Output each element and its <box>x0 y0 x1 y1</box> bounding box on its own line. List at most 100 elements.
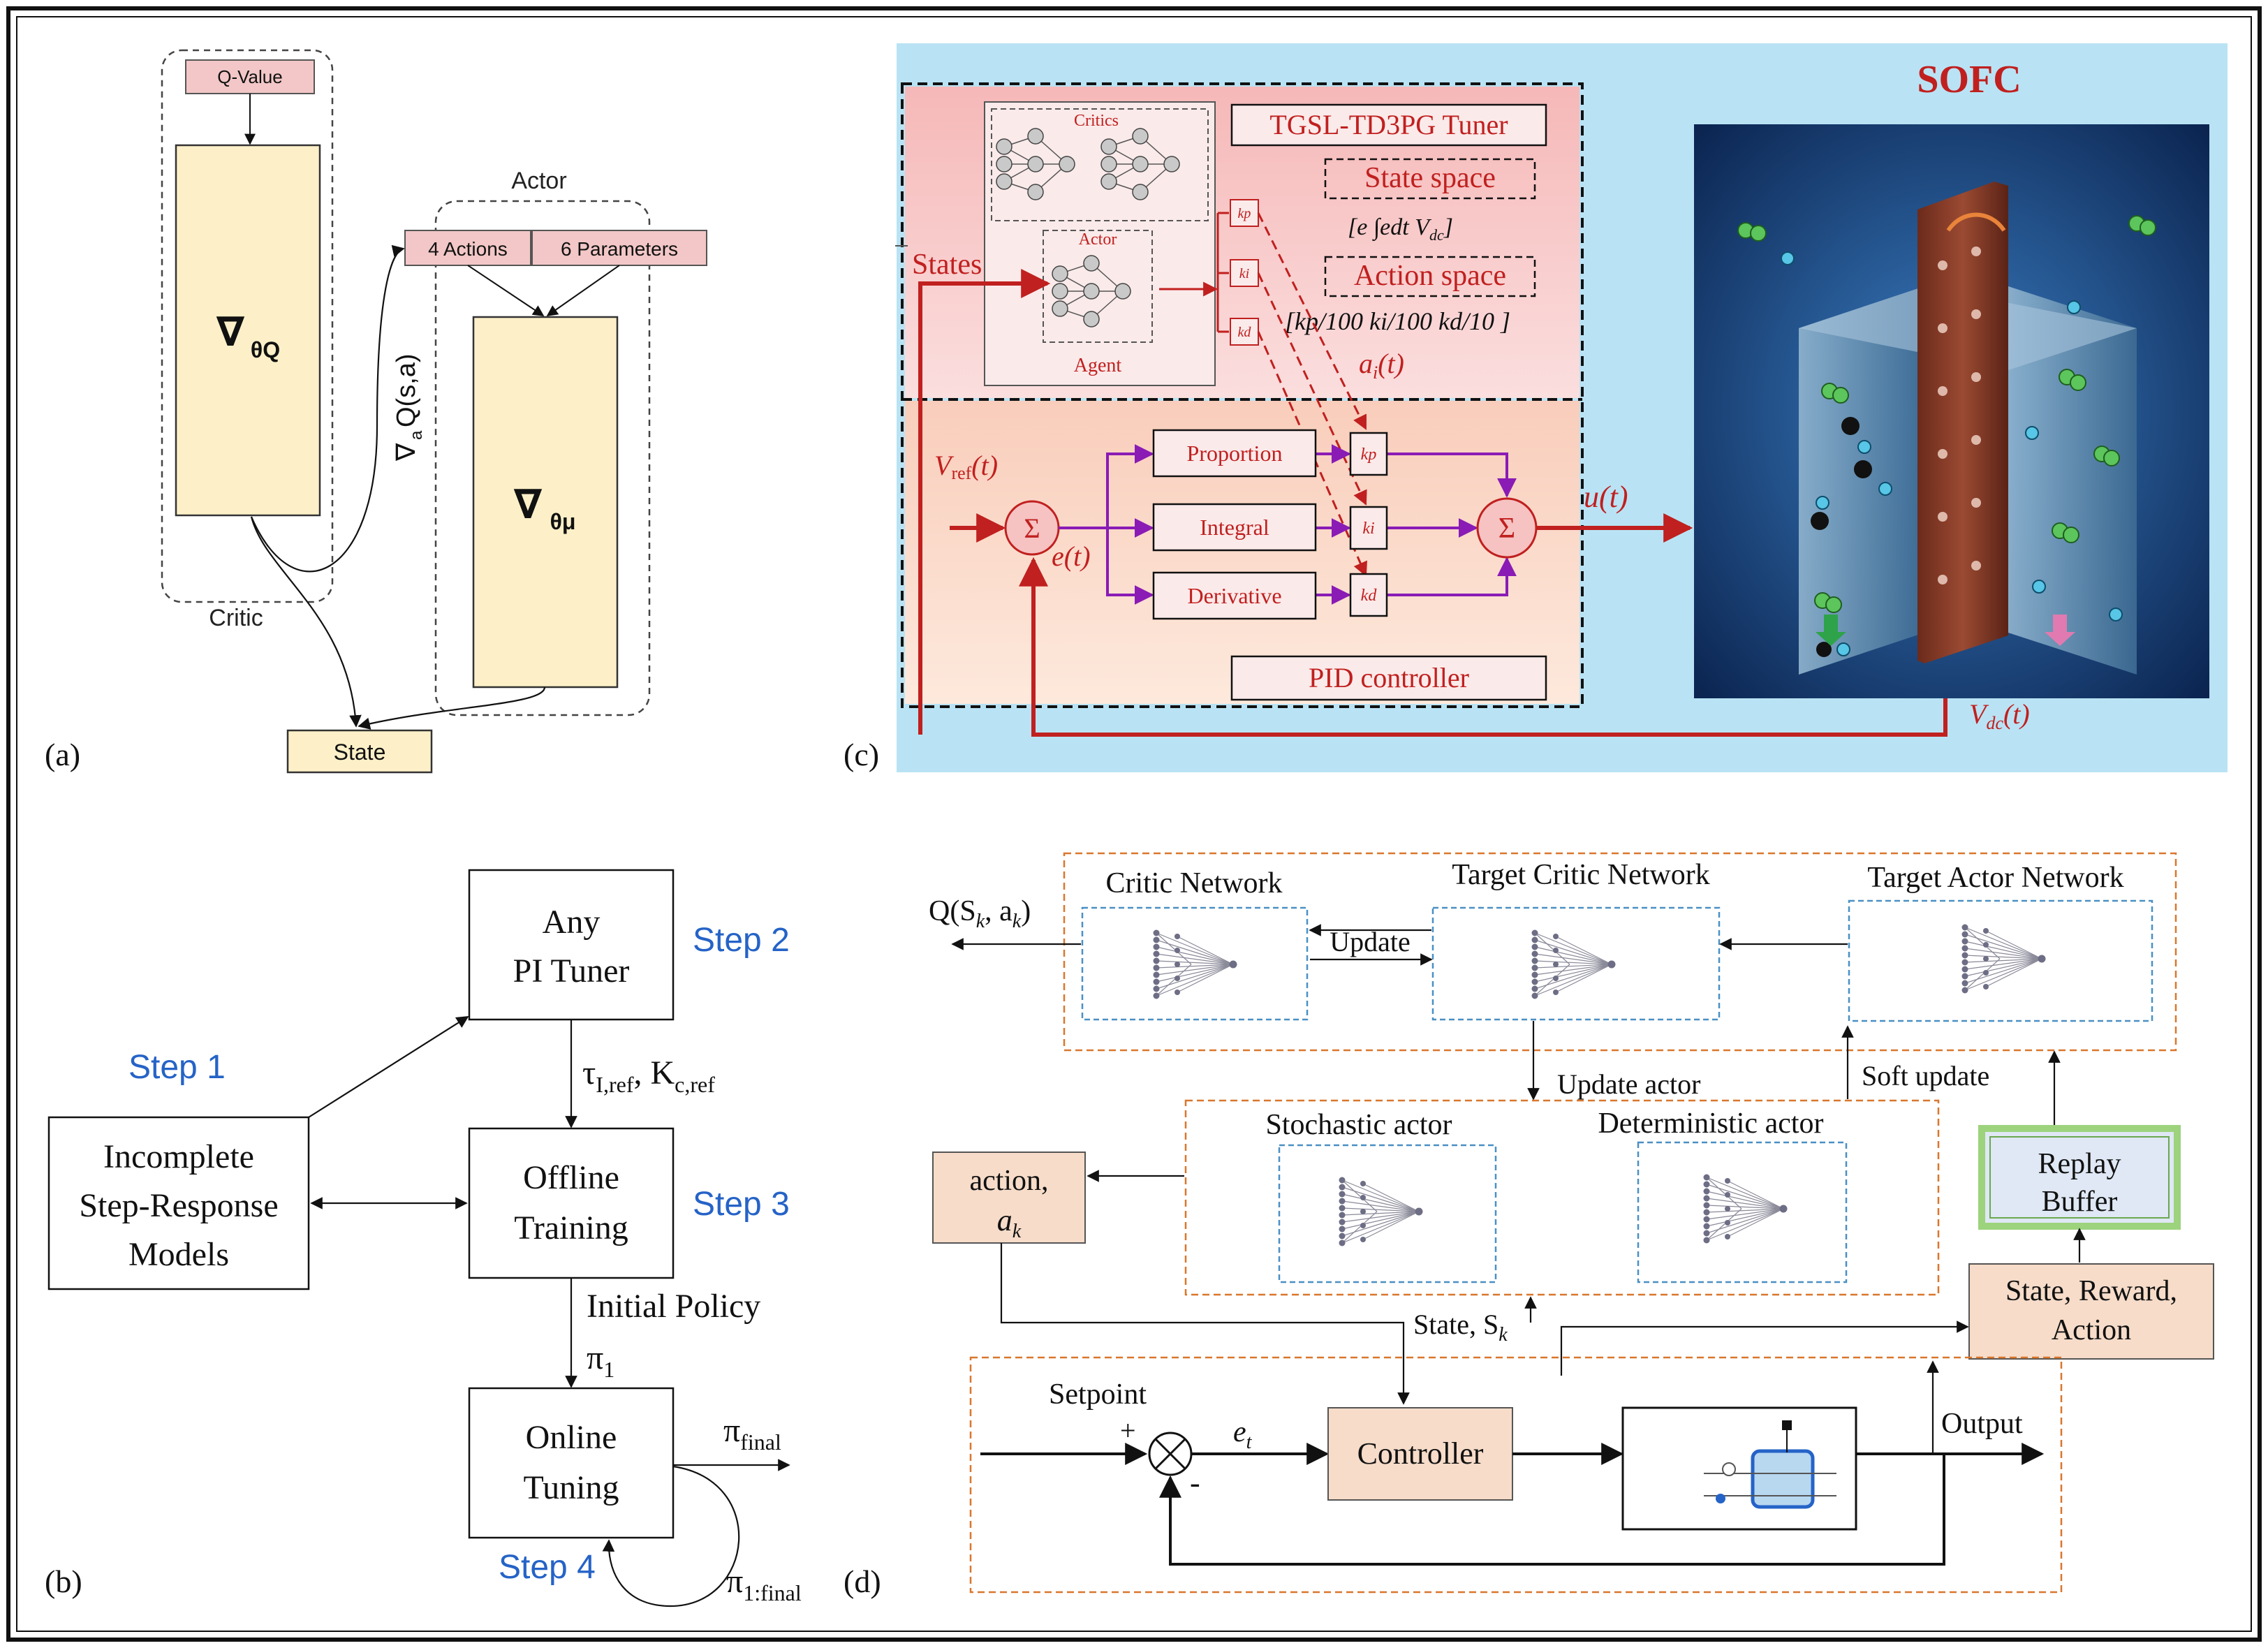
control-loop-group <box>969 1356 2063 1594</box>
actor-net-label: Actor <box>1079 230 1117 249</box>
incomplete-line1: Incomplete <box>103 1138 254 1175</box>
state-sk-label: State, Sk <box>1413 1309 1508 1346</box>
step4-label: Step 4 <box>499 1549 596 1586</box>
critic-networks-group <box>1063 852 2177 1052</box>
pid-title-box <box>1230 655 1547 701</box>
replay-buffer-box <box>1978 1125 2181 1230</box>
ai-t-label: ai(t) <box>1359 348 1404 383</box>
panel-c: Critics Actor Agent TGSL-TD3PG Tuner Sta… <box>844 43 2228 772</box>
deterministic-actor-icon <box>1702 1173 1788 1244</box>
any-pi-tuner-box <box>468 869 675 1021</box>
online-loop-arrow <box>602 1465 740 1607</box>
circuit-arc <box>1946 212 2006 232</box>
replay-inner-border <box>1989 1136 2170 1219</box>
grad-a-q-curve <box>250 244 405 573</box>
pid-kp-box <box>1349 432 1388 476</box>
plus-sign: + <box>1120 1415 1136 1446</box>
grad-q-subscript: θQ <box>251 337 280 362</box>
action-space-label: Action space <box>1354 260 1506 292</box>
update-actor-label: Update actor <box>1557 1068 1700 1100</box>
grad-mu-symbol: ∇ <box>514 482 543 527</box>
grad-a-q-label: ∇ a Q(s,a) <box>392 353 426 462</box>
controller-label: Controller <box>1357 1436 1484 1471</box>
action-space-box <box>1324 256 1536 297</box>
ki-transfer <box>1257 272 1367 506</box>
panel-d-label: (d) <box>844 1564 881 1599</box>
state-vector: [e ∫edt Vdc] <box>1348 214 1453 244</box>
vdc-feedback-line <box>1019 557 1947 737</box>
state-space-label: State space <box>1364 162 1496 194</box>
panel-b-label: (b) <box>45 1564 82 1599</box>
panel-a-label: (a) <box>45 737 80 772</box>
action-line2: ak <box>997 1203 1022 1242</box>
derivative-box <box>1152 571 1317 620</box>
et-label-d: et <box>1233 1416 1253 1453</box>
kp-transfer <box>1257 212 1367 430</box>
tau-kc-label: τI,ref, Kc,ref <box>582 1054 715 1097</box>
step2-label: Step 2 <box>693 922 790 959</box>
ut-label: u(t) <box>1584 480 1628 514</box>
actor-label: Actor <box>511 168 566 194</box>
tuner-kp-tag <box>1230 199 1259 227</box>
proportion-box <box>1152 429 1317 478</box>
critic-network-icon <box>1152 929 1238 1000</box>
proportion-label: Proportion <box>1187 441 1283 466</box>
step1-label: Step 1 <box>128 1049 226 1086</box>
state-reward-action-box <box>1968 1263 2214 1360</box>
offline-line2: Training <box>514 1209 628 1246</box>
action-to-controller-line <box>1000 1243 1410 1405</box>
exhaust-arrow-right <box>2045 615 2075 646</box>
q-value-label: Q-Value <box>217 66 282 87</box>
vdc-label: Vdc(t) <box>1969 698 2030 733</box>
state-space-box <box>1324 158 1536 200</box>
stochastic-actor-box <box>1278 1144 1497 1283</box>
incomplete-line2: Step-Response <box>79 1187 278 1224</box>
any-pi-line1: Any <box>543 904 601 941</box>
tuner-ki-text: ki <box>1239 266 1249 281</box>
panel-b: Any PI Tuner Step 2 Step 1 Incomplete St… <box>45 869 802 1607</box>
grad-theta-mu-box <box>472 316 619 689</box>
derivative-label: Derivative <box>1187 583 1281 608</box>
tuner-kp-text: kp <box>1238 206 1251 221</box>
pid-kd-box <box>1349 573 1388 617</box>
valve-icon <box>1716 1494 1725 1503</box>
setpoint-label: Setpoint <box>1049 1378 1147 1411</box>
tuner-title-box <box>1230 103 1547 147</box>
grad-mu-subscript: θμ <box>550 509 576 534</box>
soft-update-label: Soft update <box>1862 1060 1989 1091</box>
actor-group <box>434 200 651 716</box>
junction-cross-2 <box>1154 1438 1186 1470</box>
pump-icon <box>1722 1462 1736 1476</box>
green-molecules <box>1737 215 2156 613</box>
stochastic-actor-icon <box>1338 1176 1424 1247</box>
replay-line2: Buffer <box>2042 1186 2118 1218</box>
online-line1: Online <box>526 1419 617 1456</box>
parameters-label: 6 Parameters <box>561 238 678 260</box>
et-label: e(t) <box>1052 540 1091 572</box>
panel-d: Critic Network Target Critic Network Tar… <box>844 852 2214 1599</box>
critics-label: Critics <box>1074 112 1119 130</box>
dark-molecules <box>1811 417 1872 657</box>
sum-1-symbol: Σ <box>1024 513 1040 544</box>
params-to-mu-arrow <box>546 265 620 316</box>
integral-box <box>1152 503 1317 552</box>
actions-label: 4 Actions <box>428 238 508 260</box>
deterministic-label: Deterministic actor <box>1598 1108 1823 1140</box>
grad-a-subscript: a <box>407 430 426 440</box>
sensor-icon <box>1782 1420 1792 1430</box>
deterministic-actor-box <box>1637 1141 1848 1283</box>
target-critic-box <box>1431 906 1721 1021</box>
sofc-illustration <box>1694 124 2209 698</box>
critic-label: Critic <box>209 605 263 631</box>
offline-training-box <box>468 1127 675 1279</box>
critics-box <box>991 108 1209 221</box>
sra-line1: State, Reward, <box>2005 1275 2177 1307</box>
tuner-title: TGSL-TD3PG Tuner <box>1269 109 1508 140</box>
pid-title: PID controller <box>1309 662 1469 693</box>
electrolyte-rod <box>1917 182 2008 663</box>
pid-ki-box <box>1349 506 1388 550</box>
critic-network-label: Critic Network <box>1105 867 1282 899</box>
target-actor-box <box>1848 899 2153 1022</box>
